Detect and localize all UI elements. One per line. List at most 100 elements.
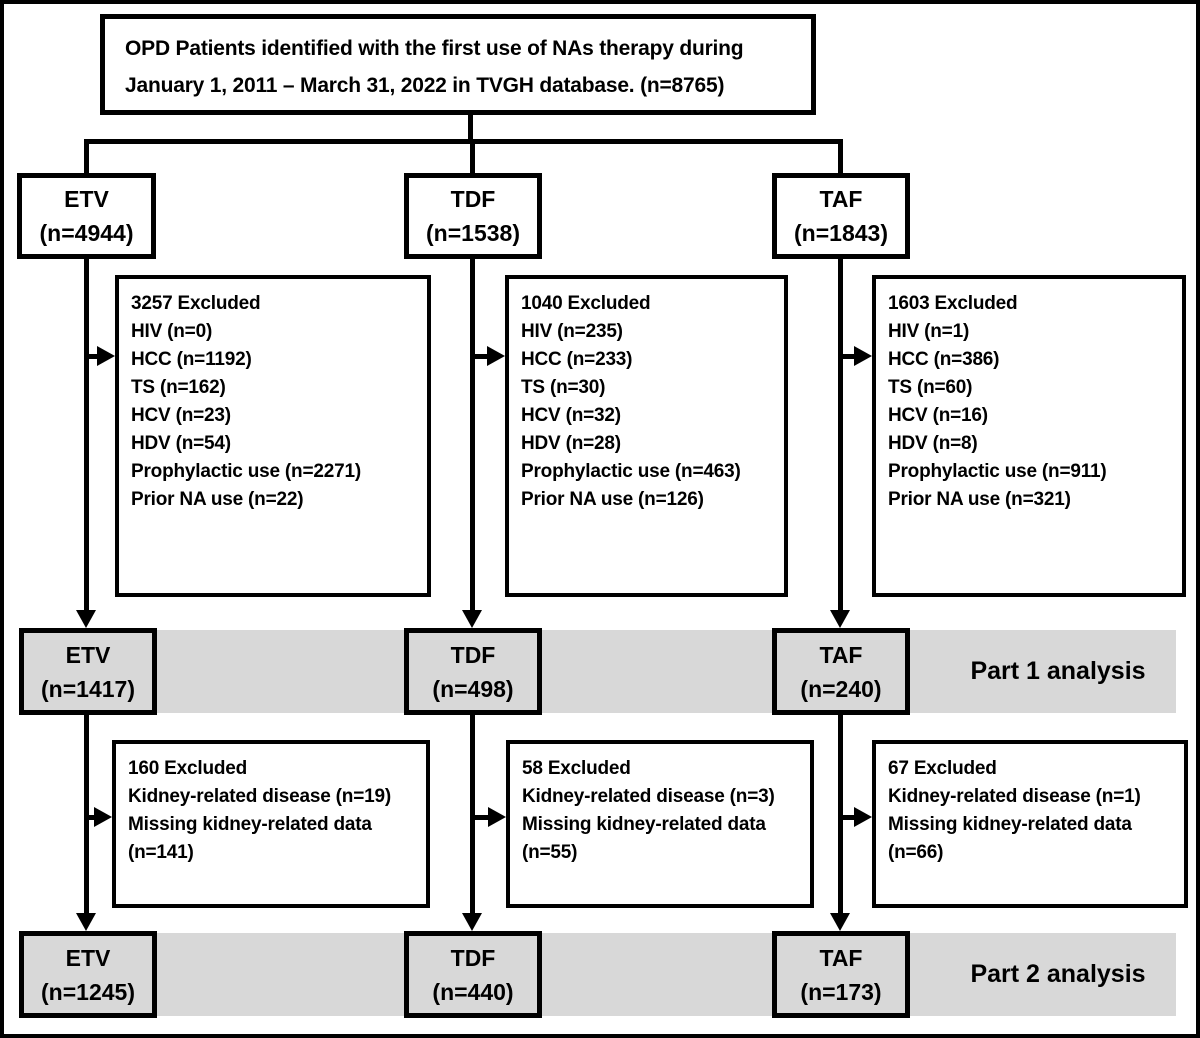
arrowhead-etv-excl1 — [97, 346, 115, 366]
drug-count: (n=498) — [432, 675, 514, 702]
part1-box-etv: ETV (n=1417) — [19, 628, 157, 715]
exclusion1-box-taf: 1603 Excluded HIV (n=1) HCC (n=386) TS (… — [872, 275, 1186, 597]
drug-count: (n=1538) — [426, 220, 520, 246]
exclusion-line: (n=66) — [888, 842, 944, 863]
arrowhead-etv-excl2 — [94, 807, 112, 827]
exclusion-line: Prior NA use (n=126) — [521, 489, 704, 510]
part2-analysis-label: Part 2 analysis — [970, 960, 1146, 988]
exclusion-line: HDV (n=54) — [131, 433, 231, 454]
drug-label: TDF — [450, 641, 496, 668]
exclusion2-box-taf: 67 Excluded Kidney-related disease (n=1)… — [872, 740, 1188, 908]
drug-label: ETV — [65, 944, 111, 971]
exclusion-line: HCC (n=233) — [521, 349, 633, 370]
exclusion-line: 3257 Excluded — [131, 293, 261, 314]
drug-count: (n=1417) — [41, 675, 135, 702]
exclusion-line: Kidney-related disease (n=1) — [888, 786, 1141, 807]
exclusion-line: Missing kidney-related data — [522, 814, 766, 835]
drug-label: TDF — [450, 944, 496, 971]
connector-tdf-excl2 — [472, 815, 490, 820]
exclusion-line: Kidney-related disease (n=19) — [128, 786, 391, 807]
connector-etv-excl2 — [86, 815, 96, 820]
connector-etv-row2 — [84, 714, 89, 915]
drug-label: TAF — [819, 641, 863, 668]
exclusion2-box-etv: 160 Excluded Kidney-related disease (n=1… — [112, 740, 430, 908]
arrowhead-tdf-part2 — [462, 913, 482, 931]
arrowhead-taf-excl2 — [854, 807, 872, 827]
exclusion-line: Prophylactic use (n=911) — [888, 461, 1107, 482]
arrowhead-taf-part1 — [830, 610, 850, 628]
drug-count: (n=440) — [432, 978, 514, 1005]
exclusion-line: Prophylactic use (n=463) — [521, 461, 741, 482]
arrowhead-tdf-part1 — [462, 610, 482, 628]
exclusion-line: HDV (n=8) — [888, 433, 978, 454]
exclusion-line: TS (n=30) — [521, 377, 606, 398]
exclusion-line: Prophylactic use (n=2271) — [131, 461, 361, 482]
exclusion-line: TS (n=60) — [888, 377, 973, 398]
exclusion-line: TS (n=162) — [131, 377, 226, 398]
connector-taf-excl2 — [840, 815, 856, 820]
drug-label: TAF — [819, 944, 863, 971]
part2-box-taf: TAF (n=173) — [772, 931, 910, 1018]
arrowhead-etv-part2 — [76, 913, 96, 931]
arrowhead-etv-part1 — [76, 610, 96, 628]
drug-count: (n=240) — [800, 675, 882, 702]
exclusion1-box-etv: 3257 Excluded HIV (n=0) HCC (n=1192) TS … — [115, 275, 431, 597]
exclusion-line: HIV (n=1) — [888, 321, 970, 342]
part1-analysis-label: Part 1 analysis — [970, 657, 1146, 685]
exclusion-line: Missing kidney-related data — [888, 814, 1132, 835]
exclusion-line: 58 Excluded — [522, 758, 631, 779]
exclusion-line: Missing kidney-related data — [128, 814, 372, 835]
exclusion-line: HCV (n=16) — [888, 405, 988, 426]
initial-box-taf: TAF (n=1843) — [772, 173, 910, 259]
initial-box-etv: ETV (n=4944) — [17, 173, 156, 259]
connector-drop-etv — [84, 139, 89, 175]
initial-box-tdf: TDF (n=1538) — [404, 173, 542, 259]
part2-band — [20, 933, 1176, 1016]
connector-etv-excl1 — [86, 354, 99, 359]
drug-label: TDF — [450, 186, 496, 212]
exclusion-line: HCV (n=32) — [521, 405, 621, 426]
exclusion-line: 160 Excluded — [128, 758, 248, 779]
arrowhead-taf-part2 — [830, 913, 850, 931]
exclusion-line: HDV (n=28) — [521, 433, 621, 454]
connector-taf-row2 — [838, 714, 843, 915]
title-box: OPD Patients identified with the first u… — [100, 14, 816, 115]
exclusion-line: Kidney-related disease (n=3) — [522, 786, 775, 807]
exclusion-line: Prior NA use (n=321) — [888, 489, 1071, 510]
drug-count: (n=4944) — [39, 220, 134, 246]
title-line-2: January 1, 2011 – March 31, 2022 in TVGH… — [125, 74, 725, 97]
part1-box-taf: TAF (n=240) — [772, 628, 910, 715]
exclusion-line: HIV (n=235) — [521, 321, 623, 342]
exclusion-line: (n=141) — [128, 842, 194, 863]
drug-count: (n=1245) — [41, 978, 135, 1005]
part2-box-tdf: TDF (n=440) — [404, 931, 542, 1018]
exclusion1-box-tdf: 1040 Excluded HIV (n=235) HCC (n=233) TS… — [505, 275, 788, 597]
arrowhead-tdf-excl2 — [488, 807, 506, 827]
drug-label: ETV — [64, 186, 109, 212]
connector-taf-excl1 — [840, 354, 856, 359]
exclusion-line: 1603 Excluded — [888, 293, 1018, 314]
connector-etv-row1 — [84, 258, 89, 612]
exclusion-line: HCC (n=1192) — [131, 349, 252, 370]
connector-taf-row1 — [838, 258, 843, 612]
exclusion-line: 67 Excluded — [888, 758, 997, 779]
exclusion-line: Prior NA use (n=22) — [131, 489, 304, 510]
drug-count: (n=173) — [800, 978, 882, 1005]
connector-tdf-row2 — [470, 714, 475, 915]
connector-drop-taf — [838, 139, 843, 175]
drug-label: ETV — [65, 641, 111, 668]
exclusion2-box-tdf: 58 Excluded Kidney-related disease (n=3)… — [506, 740, 814, 908]
exclusion-line: HCC (n=386) — [888, 349, 1000, 370]
connector-branch-hline — [84, 139, 843, 144]
part2-box-etv: ETV (n=1245) — [19, 931, 157, 1018]
title-line-1: OPD Patients identified with the first u… — [125, 37, 744, 60]
connector-drop-tdf — [470, 139, 475, 175]
exclusion-line: HCV (n=23) — [131, 405, 231, 426]
arrowhead-tdf-excl1 — [487, 346, 505, 366]
connector-title-stem — [468, 113, 473, 141]
exclusion-line: HIV (n=0) — [131, 321, 213, 342]
exclusion-line: 1040 Excluded — [521, 293, 651, 314]
drug-label: TAF — [819, 186, 863, 212]
